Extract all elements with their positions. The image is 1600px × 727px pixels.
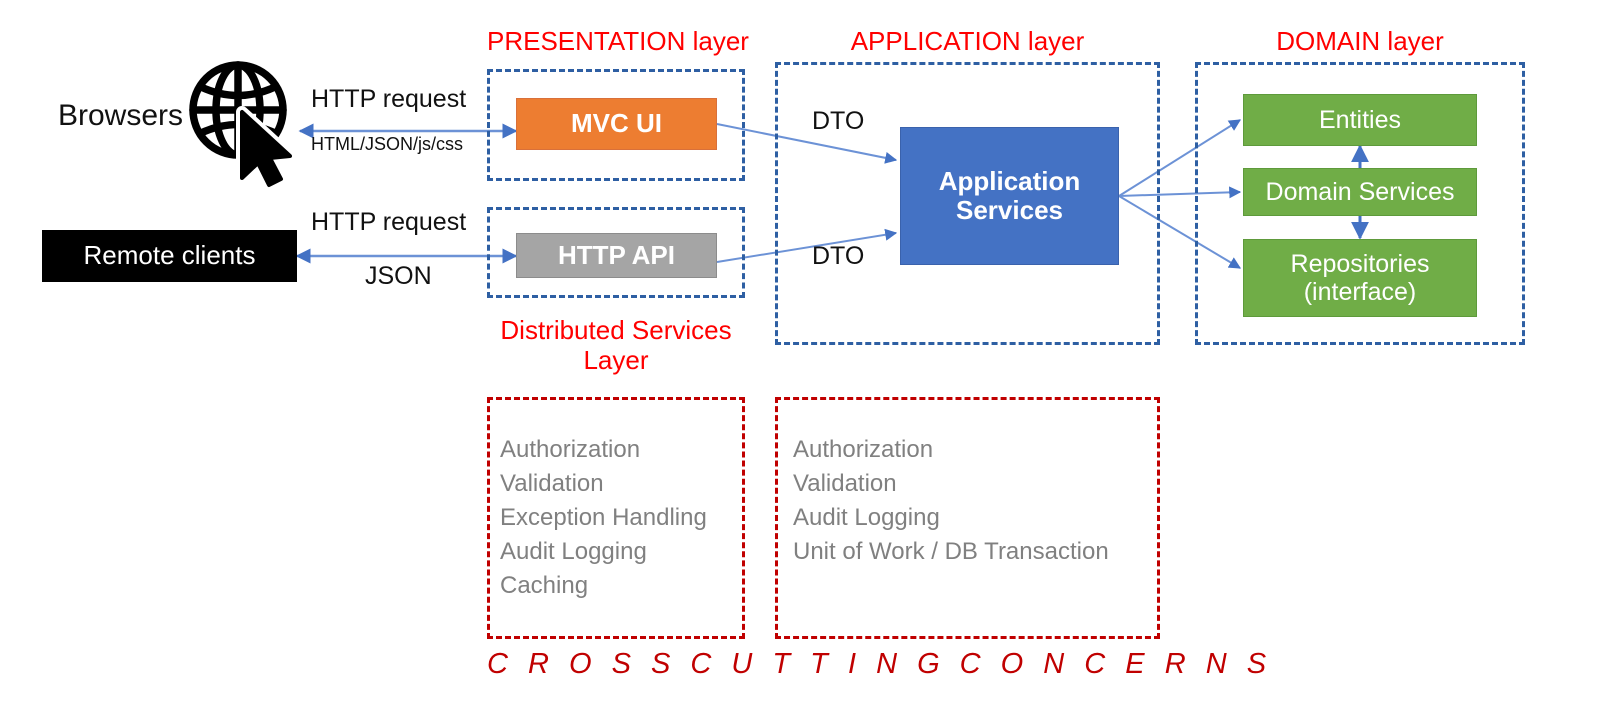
application-services-label-line1: Application (938, 165, 1081, 196)
application-layer-container (775, 62, 1160, 345)
dto-bottom-label: DTO (812, 242, 865, 270)
presentation-httpapi-container (487, 207, 745, 298)
application-services-box[interactable]: Application Services (900, 127, 1119, 265)
concern-item: Audit Logging (793, 504, 940, 532)
globe-cursor-icon (189, 61, 296, 191)
remote-response-label: JSON (365, 262, 432, 290)
application-services-label-line2: Services (956, 195, 1063, 225)
remote-http-request-label: HTTP request (311, 208, 467, 236)
browser-http-request-label: HTTP request (311, 85, 467, 113)
concern-item: Validation (793, 470, 897, 498)
remote-clients-box: Remote clients (42, 230, 297, 282)
repositories-box[interactable]: Repositories (interface) (1243, 239, 1477, 317)
presentation-concerns-container (487, 397, 745, 639)
application-concerns-list: Authorization Validation Audit Logging U… (793, 433, 1163, 569)
distributed-services-layer-title: Distributed Services Layer (500, 315, 732, 375)
cross-cutting-concerns-caption: C R O S S C U T T I N G C O N C E R N S (487, 648, 1273, 680)
entities-box[interactable]: Entities (1243, 94, 1477, 146)
domain-services-box[interactable]: Domain Services (1243, 168, 1477, 216)
application-layer-title: APPLICATION layer (850, 26, 1085, 56)
browsers-label: Browsers (58, 99, 184, 132)
repositories-label-line2: (interface) (1303, 278, 1417, 306)
presentation-mvcui-container (487, 69, 745, 181)
http-api-box[interactable]: HTTP API (516, 233, 717, 278)
concern-item: Audit Logging (500, 538, 647, 566)
concern-item: Authorization (500, 436, 641, 463)
mvc-ui-box[interactable]: MVC UI (516, 98, 717, 150)
domain-layer-container (1195, 62, 1525, 345)
concern-item: Caching (500, 572, 589, 600)
repositories-label-line1: Repositories (1290, 250, 1430, 278)
application-concerns-container (775, 397, 1160, 639)
presentation-layer-title: PRESENTATION layer (487, 26, 749, 56)
concern-item: Validation (500, 470, 604, 498)
concern-item: Unit of Work / DB Transaction (793, 538, 1109, 566)
dto-top-label: DTO (812, 107, 865, 135)
concern-item: Authorization (793, 436, 934, 463)
concern-item: Exception Handling (500, 504, 707, 532)
presentation-concerns-list: Authorization Validation Exception Handl… (500, 433, 740, 603)
browser-response-label: HTML/JSON/js/css (311, 134, 464, 154)
domain-layer-title: DOMAIN layer (1276, 26, 1444, 56)
